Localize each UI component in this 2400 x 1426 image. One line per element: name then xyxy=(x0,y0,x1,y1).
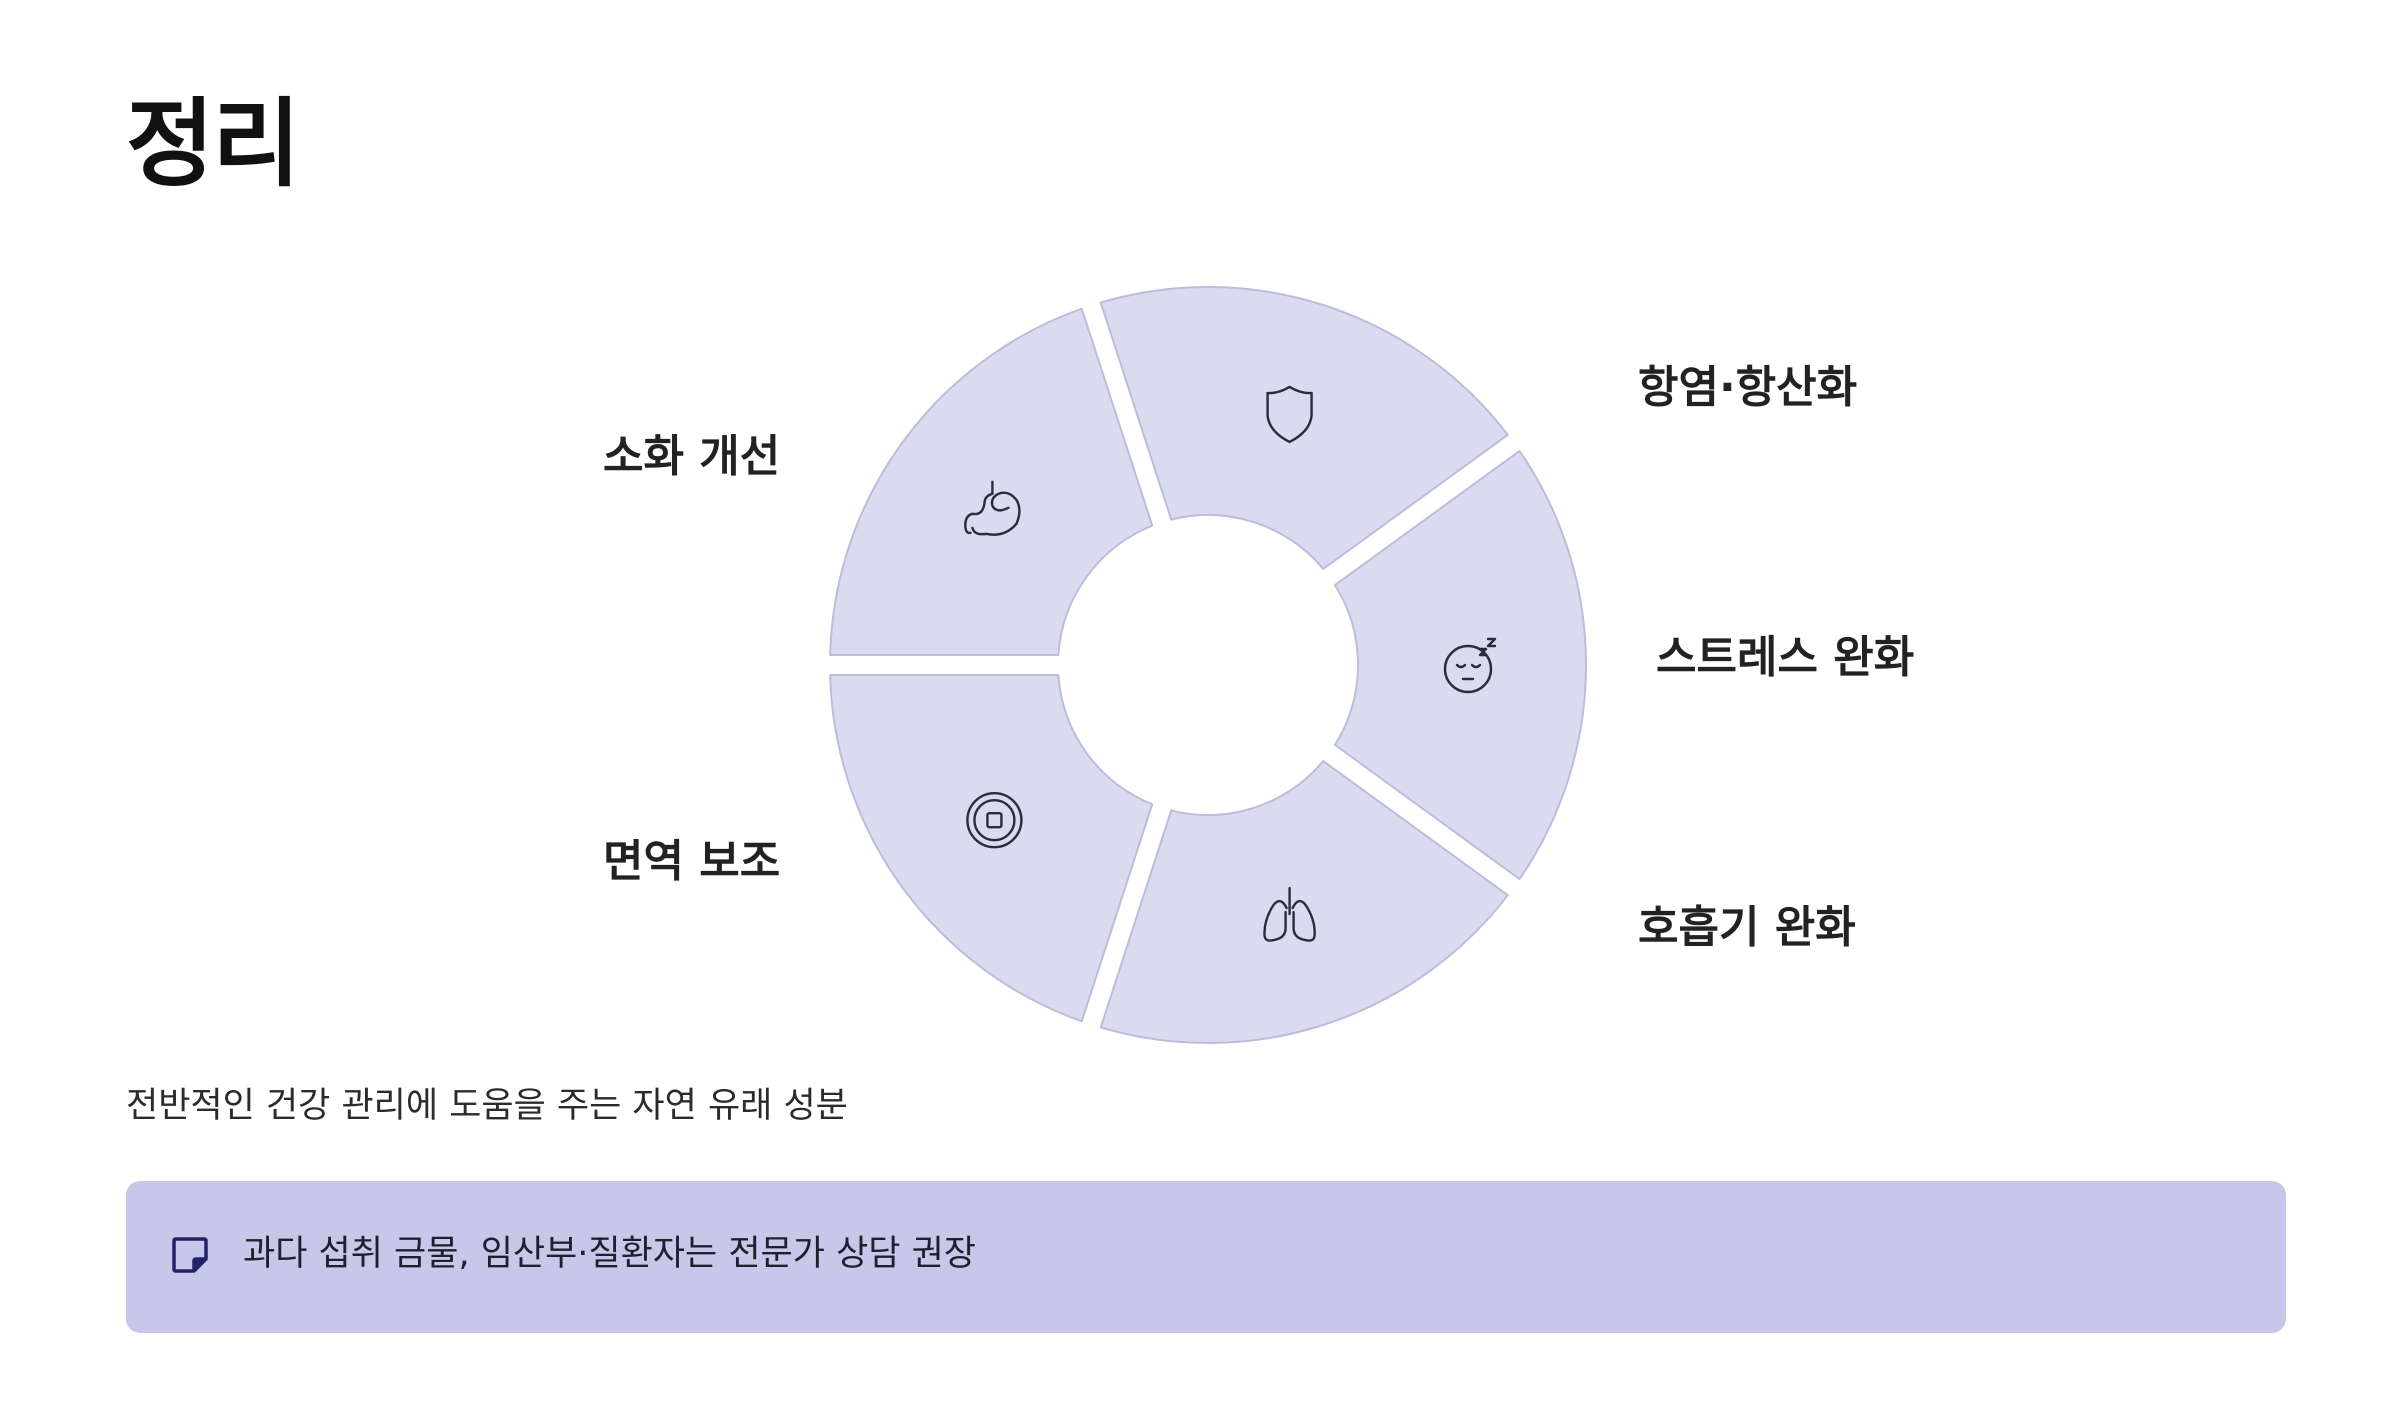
stomach-icon xyxy=(964,480,1021,536)
caution-note-text: 과다 섭취 금물, 임산부·질환자는 전문가 상담 권장 xyxy=(243,1234,977,1274)
shield-icon xyxy=(1266,385,1313,444)
lungs-icon xyxy=(1263,886,1316,942)
cycle-segment xyxy=(829,307,1154,657)
segment-label-immune: 면역 보조 xyxy=(603,836,781,887)
segment-label-stress-relief: 스트레스 완화 xyxy=(1656,632,1915,683)
page-title: 정리 xyxy=(126,88,301,200)
sleeping-face-icon xyxy=(1443,637,1497,694)
segment-label-anti-inflammatory: 항염·항산화 xyxy=(1638,362,1858,413)
segment-label-digestion: 소화 개선 xyxy=(603,431,781,482)
segment-label-respiratory: 호흡기 완화 xyxy=(1638,902,1856,953)
cycle-segment xyxy=(1333,449,1587,881)
summary-subtitle: 전반적인 건강 관리에 도움을 주는 자연 유래 성분 xyxy=(126,1086,848,1126)
caution-note: 과다 섭취 금물, 임산부·질환자는 전문가 상담 권장 xyxy=(126,1181,2286,1333)
sticky-note-icon xyxy=(172,1237,208,1273)
cycle-segment xyxy=(1099,286,1509,570)
cell-icon xyxy=(966,791,1023,849)
